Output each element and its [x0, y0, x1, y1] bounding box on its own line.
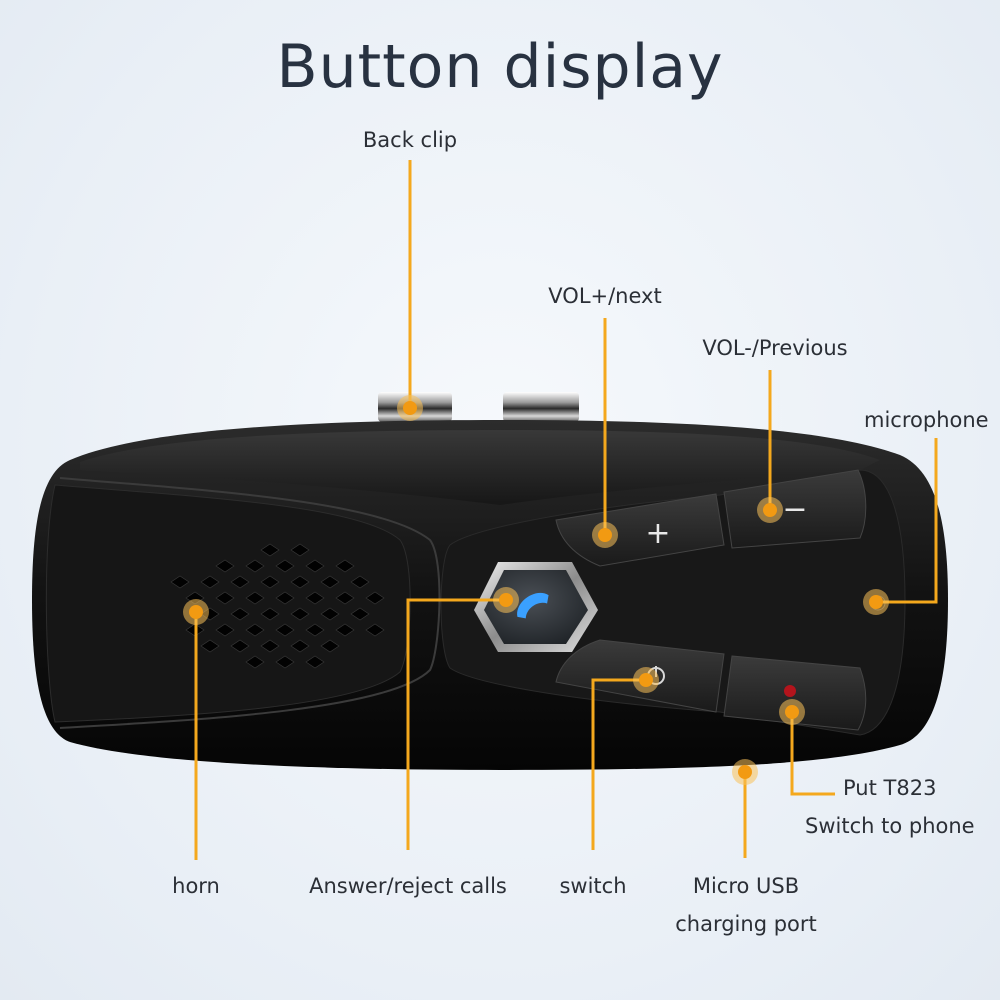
grille-hole [245, 623, 265, 637]
callout-dot-back-clip [397, 395, 423, 421]
grille-hole [290, 575, 310, 589]
page-title: Button display [276, 32, 724, 102]
label-back-clip: Back clip [362, 128, 458, 152]
callout-dot-usb [732, 759, 758, 785]
grille-hole [215, 559, 235, 573]
grille-hole [320, 575, 340, 589]
grille-hole [215, 591, 235, 605]
grille-hole [260, 639, 280, 653]
speaker-panel [45, 484, 411, 723]
grille-hole [260, 607, 280, 621]
grille-hole [365, 591, 385, 605]
callout-dot-microphone [863, 589, 889, 615]
grille-hole [335, 591, 355, 605]
grille-hole [200, 575, 220, 589]
grille-hole [290, 639, 310, 653]
grille-hole [275, 623, 295, 637]
grille-hole [335, 623, 355, 637]
label-put-t823: Put T823 [843, 776, 937, 800]
back-clip-right [503, 392, 579, 422]
speaker-grille [170, 543, 385, 669]
grille-hole [260, 575, 280, 589]
grille-hole [290, 543, 310, 557]
grille-hole [245, 655, 265, 669]
grille-hole [275, 559, 295, 573]
grille-hole [305, 559, 325, 573]
grille-hole [365, 623, 385, 637]
switch-to-phone-button[interactable] [723, 655, 867, 731]
vol-plus-button[interactable]: + [555, 493, 725, 567]
vol-minus-button[interactable]: − [723, 469, 867, 549]
leader-lines [194, 160, 938, 860]
grille-hole [170, 575, 190, 589]
label-vol-minus: VOL-/Previous [702, 336, 848, 360]
callout-dots [183, 395, 889, 785]
label-charging-port: charging port [675, 912, 817, 936]
grille-hole [320, 607, 340, 621]
plus-glyph: + [645, 516, 670, 551]
grille-hole [230, 607, 250, 621]
callout-dot-vol-minus [757, 497, 783, 523]
grille-hole [215, 623, 235, 637]
label-answer-reject: Answer/reject calls [309, 874, 507, 898]
grille-hole [305, 591, 325, 605]
grille-hole [305, 623, 325, 637]
grille-hole [320, 639, 340, 653]
grille-hole [200, 639, 220, 653]
grille-hole [230, 575, 250, 589]
grille-hole [290, 607, 310, 621]
grille-hole [305, 655, 325, 669]
callout-dot-switch [633, 667, 659, 693]
grille-hole [350, 607, 370, 621]
label-vol-plus: VOL+/next [548, 284, 662, 308]
device-bevel [59, 477, 441, 729]
label-horn: horn [172, 874, 220, 898]
grille-hole [335, 559, 355, 573]
grille-hole [245, 591, 265, 605]
label-microphone: microphone [864, 408, 989, 432]
phone-call-icon [517, 593, 549, 619]
label-switch-to-phone: Switch to phone [805, 814, 975, 838]
callout-dot-horn [183, 599, 209, 625]
callout-dot-vol-plus [592, 522, 618, 548]
callout-dot-put-t823 [779, 699, 805, 725]
device-top-face [80, 430, 880, 505]
callout-dot-answer [493, 587, 519, 613]
label-micro-usb: Micro USB [692, 874, 800, 898]
led-indicator [784, 685, 796, 697]
grille-hole [260, 543, 280, 557]
grille-hole [230, 639, 250, 653]
grille-hole [275, 655, 295, 669]
grille-hole [275, 591, 295, 605]
grille-hole [350, 575, 370, 589]
grille-hole [245, 559, 265, 573]
minus-glyph: − [782, 492, 807, 527]
label-switch: switch [559, 874, 627, 898]
